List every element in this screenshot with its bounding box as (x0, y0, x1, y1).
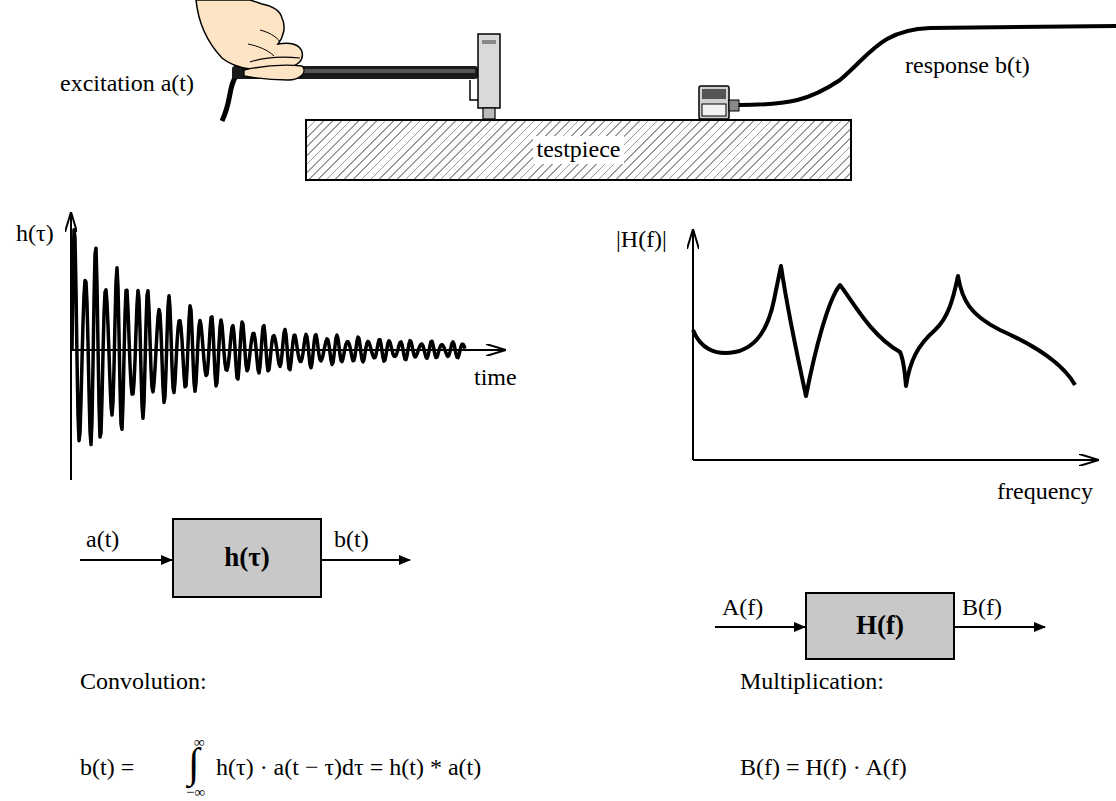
frequency-axis (693, 459, 1098, 461)
hammer-cable (222, 76, 236, 121)
signal-name: A(f) (722, 594, 763, 620)
axis-label: frequency (997, 478, 1093, 504)
signal-name: B(f) (962, 594, 1002, 620)
axis-label: h(τ) (16, 220, 54, 246)
response-cable (739, 26, 1116, 105)
node-label: H(f) (852, 610, 908, 641)
equation-part: b(t) = (80, 754, 134, 780)
signal-name: b(t) (334, 526, 369, 552)
accelerometer (699, 86, 739, 119)
integral-limit: −∞ (186, 784, 205, 801)
hand (196, 0, 304, 80)
frf-curve (693, 266, 1075, 396)
signal-name: response b(t) (905, 52, 1030, 78)
section-heading: Convolution: (80, 668, 207, 694)
impulse-response-curve (72, 230, 465, 445)
signal-name: a(t) (86, 526, 119, 552)
integral-sign: ∫ (188, 740, 200, 786)
section-heading: Multiplication: (740, 668, 884, 694)
y-axis (692, 230, 694, 460)
testpiece-block: testpiece (305, 119, 852, 181)
system-box: h(τ) (172, 518, 322, 598)
node-label: testpiece (533, 136, 625, 164)
axis-label: |H(f)| (616, 226, 667, 252)
axis-label: time (474, 364, 517, 390)
equation-part: h(τ) · a(t − τ)dτ = h(t) * a(t) (216, 754, 481, 780)
signal-name: excitation a(t) (60, 70, 194, 96)
equation-part: B(f) = H(f) · A(f) (740, 754, 907, 780)
input-arrow (715, 626, 805, 628)
system-box: H(f) (805, 592, 955, 660)
output-arrow (322, 559, 410, 561)
output-arrow (955, 626, 1045, 628)
node-label: h(τ) (220, 542, 273, 573)
input-arrow (80, 559, 172, 561)
